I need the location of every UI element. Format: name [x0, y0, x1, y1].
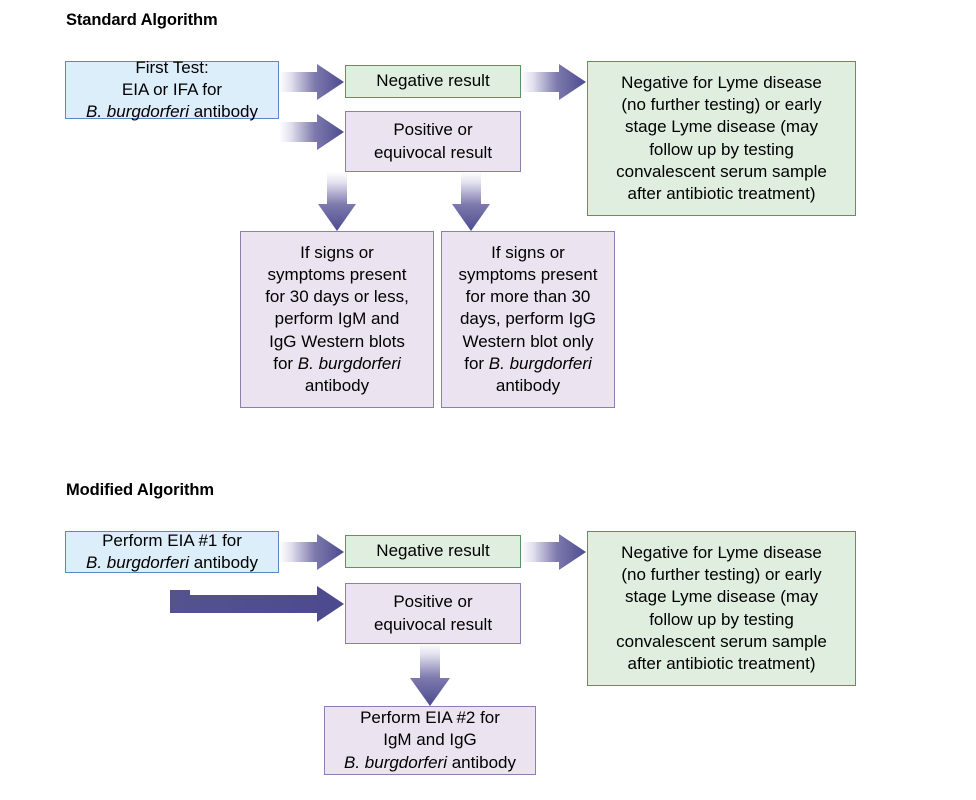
antibody-word: antibody — [189, 553, 258, 572]
negative-lyme-outcome-box[interactable]: Negative for Lyme disease (no further te… — [587, 61, 856, 216]
first-test-line-2: EIA or IFA for — [121, 79, 223, 99]
arrow-eia1-to-negative — [279, 534, 344, 570]
right30-line-2: symptoms present — [458, 265, 598, 285]
eia2-line-2: IgM and IgG — [383, 730, 477, 750]
perform-eia-1-box[interactable]: Perform EIA #1 for B. burgdorferi antibo… — [65, 531, 279, 573]
positive-line-2: equivocal result — [373, 142, 493, 162]
perform-eia-2-box[interactable]: Perform EIA #2 for IgM and IgG B. burgdo… — [324, 706, 536, 775]
first-test-box[interactable]: First Test: EIA or IFA for B. burgdorfer… — [65, 58, 279, 121]
negative-result-label: Negative result — [376, 71, 490, 91]
arrow-positive-to-more-than-30 — [452, 172, 490, 231]
eia1-line-2: B. burgdorferi antibody — [72, 552, 272, 574]
species-name: B. burgdorferi — [488, 353, 592, 373]
eia2-line-3: B. burgdorferi antibody — [331, 752, 529, 774]
negative-result-box[interactable]: Negative result — [345, 65, 521, 98]
right30-line-5: Western blot only — [462, 331, 594, 351]
outcome-line-1: Negative for Lyme disease — [621, 543, 822, 563]
eia2-line-1: Perform EIA #2 for — [360, 708, 500, 728]
symptoms-30-days-or-less-box[interactable]: If signs or symptoms present for 30 days… — [240, 231, 434, 408]
arrow-eia1-to-positive-elbow — [170, 586, 344, 622]
negative-lyme-outcome-box-modified[interactable]: Negative for Lyme disease (no further te… — [587, 531, 856, 686]
left30-line-5: IgG Western blots — [269, 331, 405, 351]
outcome-line-5: convalescent serum sample — [616, 161, 827, 181]
positive-line-1: Positive or — [393, 592, 473, 612]
left30-line-1: If signs or — [300, 243, 374, 263]
right30-for-word: for — [464, 353, 489, 373]
symptoms-more-than-30-days-box[interactable]: If signs or symptoms present for more th… — [441, 231, 615, 408]
right30-line-1: If signs or — [491, 243, 565, 263]
left30-for-word: for — [273, 353, 298, 373]
right30-line-7: antibody — [495, 375, 561, 395]
outcome-line-2: (no further testing) or early — [621, 565, 822, 585]
arrow-negative-to-outcome-modified — [521, 534, 586, 570]
negative-result-label: Negative result — [376, 541, 490, 561]
positive-line-2: equivocal result — [373, 614, 493, 634]
right30-line-6: for B. burgdorferi — [448, 353, 608, 375]
outcome-line-6: after antibiotic treatment) — [627, 183, 816, 203]
left30-line-4: perform IgM and — [274, 309, 400, 329]
modified-algorithm-title: Modified Algorithm — [66, 481, 214, 499]
standard-algorithm-title: Standard Algorithm — [66, 11, 218, 29]
outcome-line-4: follow up by testing — [649, 609, 794, 629]
right30-line-3: for more than 30 — [465, 287, 591, 307]
outcome-line-3: stage Lyme disease (may — [624, 587, 819, 607]
left30-line-6: for B. burgdorferi — [247, 353, 427, 375]
species-name: B. burgdorferi — [297, 353, 401, 373]
positive-equivocal-result-box[interactable]: Positive or equivocal result — [345, 111, 521, 172]
arrow-first-test-to-positive — [279, 114, 344, 150]
arrow-first-test-to-negative — [279, 64, 344, 100]
outcome-line-6: after antibiotic treatment) — [627, 653, 816, 673]
species-name: B. burgdorferi — [86, 102, 189, 122]
left30-line-3: for 30 days or less, — [265, 287, 409, 307]
right30-line-4: days, perform IgG — [459, 309, 597, 329]
antibody-word: antibody — [189, 102, 258, 122]
first-test-line-1: First Test: — [135, 57, 209, 77]
outcome-line-5: convalescent serum sample — [616, 631, 827, 651]
arrow-negative-to-outcome — [521, 64, 586, 100]
species-name: B. burgdorferi — [344, 752, 447, 772]
eia1-line-1: Perform EIA #1 for — [102, 530, 242, 550]
outcome-line-4: follow up by testing — [649, 139, 794, 159]
left30-line-7: antibody — [304, 375, 370, 395]
first-test-line-3: B. burgdorferi antibody — [72, 101, 272, 123]
positive-line-1: Positive or — [393, 120, 473, 140]
arrow-positive-to-eia2 — [410, 643, 450, 706]
antibody-word: antibody — [447, 752, 516, 772]
species-name: B. burgdorferi — [86, 553, 189, 572]
outcome-line-3: stage Lyme disease (may — [624, 117, 819, 137]
outcome-line-2: (no further testing) or early — [621, 95, 822, 115]
arrow-positive-to-30-or-less — [318, 172, 356, 231]
left30-line-2: symptoms present — [267, 265, 407, 285]
positive-equivocal-result-box-modified[interactable]: Positive or equivocal result — [345, 583, 521, 644]
negative-result-box-modified[interactable]: Negative result — [345, 535, 521, 568]
outcome-line-1: Negative for Lyme disease — [621, 73, 822, 93]
